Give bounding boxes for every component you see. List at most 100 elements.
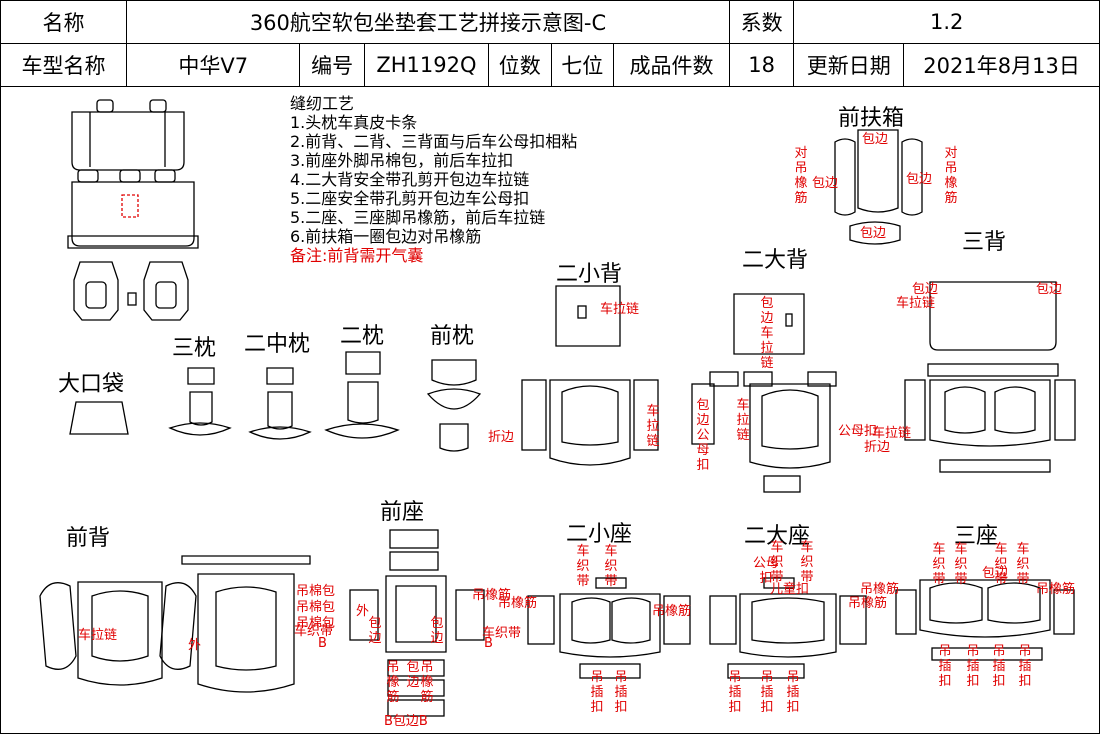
front-seat-pattern [349,529,485,717]
annotation-hang-elastic: 吊橡筋 [498,596,538,611]
part-label-front-headrest: 前枕 [430,324,475,349]
vehicle-seat-overview [67,99,199,321]
coef-value: 1.2 [793,0,1100,44]
annotation-outer: 外 [356,604,370,619]
part-label-second-small-seat: 二小座 [566,522,633,547]
third-seat-pattern [895,579,1075,661]
part-label-front-back: 前背 [66,526,111,551]
part-label-second-big-seat: 二大座 [744,524,811,549]
annotation-knit-belt: 车织带 [576,544,590,589]
annotation-binding: 包边 [860,226,887,241]
front-armrest-pattern [834,129,923,245]
note-item: 6.前扶箱一圈包边对吊橡筋 [290,227,482,246]
annotation-hang-cotton-pack: 吊棉包 [296,600,336,615]
big-pocket-pattern [69,401,129,435]
annotation-hang-clip: 吊插扣 [1018,644,1032,689]
annotation-hang-clip: 吊插扣 [760,670,774,715]
annotation-knit-belt: 车织带 [294,624,334,639]
annotation-knit-belt: 车织带 [954,542,968,587]
annotation-hang-clip: 吊插扣 [992,644,1006,689]
part-label-front-armrest: 前扶箱 [838,106,905,131]
annotation-hang-cotton-pack: 吊棉包 [296,616,336,631]
annotation-zipper: 车拉链 [646,404,660,449]
note-item: 2.前背、二背、三背面与后车公母扣相粘 [290,132,578,151]
annotation-pair-hang-elastic: 对吊橡筋 [794,146,808,206]
annotation-zipper: 车拉链 [896,296,936,311]
part-label-second-mid-headrest: 二中枕 [244,332,311,357]
front-headrest-pattern [426,359,482,452]
annotation-hang-clip: 吊插扣 [786,670,800,715]
note-item: 5.二座安全带孔剪开包边车公母扣 [290,189,530,208]
annotation-hang-elastic: 吊橡筋 [420,660,434,705]
annotation-hang-elastic: 吊橡筋 [860,582,900,597]
third-headrest-pattern [168,367,232,436]
annotation-binding: 包边 [906,172,933,187]
annotation-hang-elastic: 吊橡筋 [652,604,692,619]
annotation-binding-snap: 包边公母扣 [696,398,710,473]
second-big-back-pattern [691,293,837,493]
note-item: 4.二大背安全带孔剪开包边车拉链 [290,170,530,189]
notes-title: 缝纫工艺 [290,94,355,113]
annotation-binding: 包边 [1036,282,1063,297]
annotation-binding: 包边 [430,616,444,646]
annotation-knit-belt: 车织带 [604,544,618,589]
annotation-hang-elastic: 吊橡筋 [848,596,888,611]
code-label: 编号 [299,43,365,87]
annotation-fold-edge: 折边 [488,430,515,445]
part-label-second-small-back: 二小背 [556,262,623,287]
annotation-binding: 包边 [406,660,420,690]
annotation-b: B [318,636,327,651]
pieces-label: 成品件数 [613,43,730,87]
second-small-back-pattern [521,285,659,466]
annotation-pair-hang-elastic: 对吊橡筋 [944,146,958,206]
notes-remark: 备注:前背需开气囊 [290,246,424,265]
annotation-hang-elastic: 吊橡筋 [1036,582,1076,597]
annotation-snap: 公母扣 [838,424,878,439]
date-value: 2021年8月13日 [903,43,1100,87]
annotation-knit-belt: 车织带 [994,542,1008,587]
annotation-knit-belt: 车织带 [932,542,946,587]
part-label-third-headrest: 三枕 [172,336,217,361]
second-headrest-pattern [324,351,400,439]
second-big-seat-pattern [709,577,867,679]
annotation-binding: 包边 [368,616,382,646]
annotation-knit-belt: 车织带 [1016,542,1030,587]
annotation-binding: 包边 [862,132,889,147]
front-back-inner-pattern [181,555,311,693]
annotation-binding: 包边 [982,566,1009,581]
annotation-b: B [484,636,493,651]
note-item: 3.前座外脚吊棉包，前后车拉扣 [290,151,514,170]
annotation-knit-belt: 车织带 [482,626,522,641]
annotation-hang-cotton-pack: 吊棉包 [296,584,336,599]
front-back-pattern [39,581,197,686]
annotation-binding-zipper: 包边车拉链 [760,296,774,371]
annotation-zipper: 车拉链 [78,628,118,643]
annotation-knit-belt: 车织带 [800,540,814,585]
annotation-zipper: 车拉链 [736,398,750,443]
second-mid-headrest-pattern [248,367,312,440]
annotation-hang-clip: 吊插扣 [614,670,628,715]
sewing-notes: 缝纫工艺 1.头枕车真皮卡条 2.前背、二背、三背面与后车公母扣相粘 3.前座外… [290,94,577,265]
annotation-zipper: 车拉链 [872,426,912,441]
model-value: 中华V7 [126,43,301,87]
annotation-binding: 包边 [912,282,939,297]
header-table: 名称 360航空软包坐垫套工艺拼接示意图-C 系数 1.2 车型名称 中华V7 … [0,0,1100,87]
seats-label: 位数 [487,43,552,87]
part-label-second-headrest: 二枕 [340,324,385,349]
annotation-hang-clip: 吊插扣 [966,644,980,689]
annotation-hang-clip: 吊插扣 [590,670,604,715]
code-value: ZH1192Q [363,43,489,87]
annotation-knit-belt: 车织带 [770,540,784,585]
date-label: 更新日期 [793,43,905,87]
pieces-value: 18 [728,43,795,87]
annotation-binding-b: B包边B [384,714,428,729]
annotation-hang-clip: 吊插扣 [938,644,952,689]
annotation-fold-edge: 折边 [864,440,891,455]
annotation-hang-elastic: 吊橡筋 [386,660,400,705]
note-item: 5.二座、三座脚吊橡筋，前后车拉链 [290,208,546,227]
annotation-snap: 公母扣 [752,556,779,586]
annotation-outer: 外 [188,638,202,653]
part-label-third-seat: 三座 [954,524,999,549]
second-small-seat-pattern [527,577,691,679]
